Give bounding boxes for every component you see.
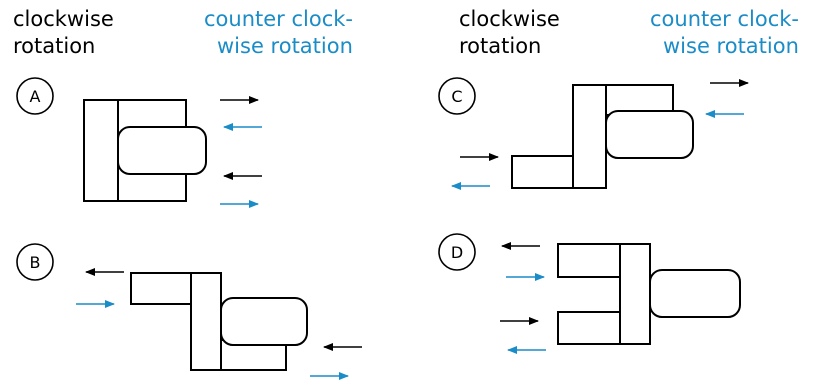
- header-right-clockwise-line2: rotation: [459, 34, 542, 58]
- panel-b-letter: B: [30, 253, 41, 272]
- panel-c-letter: C: [451, 87, 462, 106]
- header-left-clockwise-line1: clockwise: [13, 7, 114, 31]
- panel-a-letter: A: [30, 87, 41, 106]
- header-right-counter-clockwise-line1: counter clock-: [650, 7, 799, 31]
- panel-d-label-circle: D: [438, 233, 476, 271]
- header-left-clockwise-line2: rotation: [13, 34, 96, 58]
- panel-d-letter: D: [451, 243, 463, 262]
- header-left-counter-clockwise-line2: wise rotation: [217, 34, 353, 58]
- panel-b: B: [16, 243, 362, 380]
- header-left-counter-clockwise-line1: counter clock-: [204, 7, 353, 31]
- panel-a-label-circle: A: [16, 77, 54, 115]
- panel-c-label-circle: C: [438, 77, 476, 115]
- panel-c-component: [511, 84, 694, 189]
- panel-d: D: [438, 233, 741, 354]
- header-right-clockwise-line1: clockwise: [459, 7, 560, 31]
- panel-c: C: [438, 77, 749, 190]
- panel-d-component: [557, 243, 741, 345]
- panel-a-component: [83, 99, 207, 202]
- panel-a: A: [16, 77, 262, 208]
- panel-b-component: [130, 272, 308, 371]
- header-right-counter-clockwise-line2: wise rotation: [663, 34, 799, 58]
- panel-b-label-circle: B: [16, 243, 54, 281]
